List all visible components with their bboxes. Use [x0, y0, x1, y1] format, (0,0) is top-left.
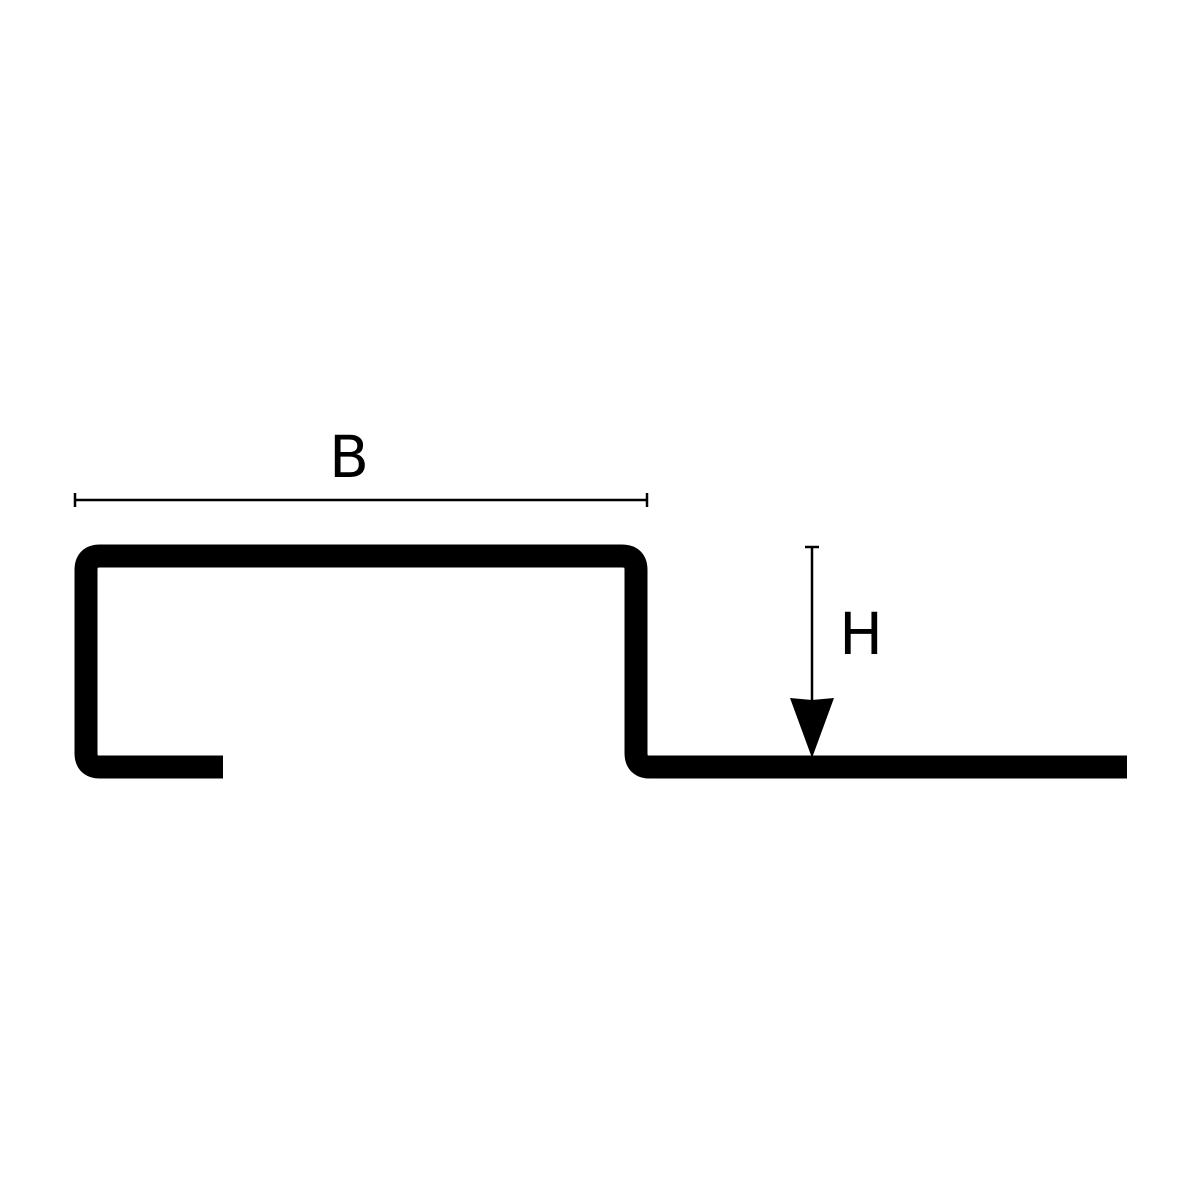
dimension-h-label: H — [839, 600, 883, 668]
dimension-b: B — [73, 423, 649, 507]
profile-outline — [74, 544, 1127, 779]
dimension-h: H — [790, 545, 883, 758]
arrow-down-icon — [790, 698, 834, 758]
dimension-b-label: B — [329, 423, 369, 491]
